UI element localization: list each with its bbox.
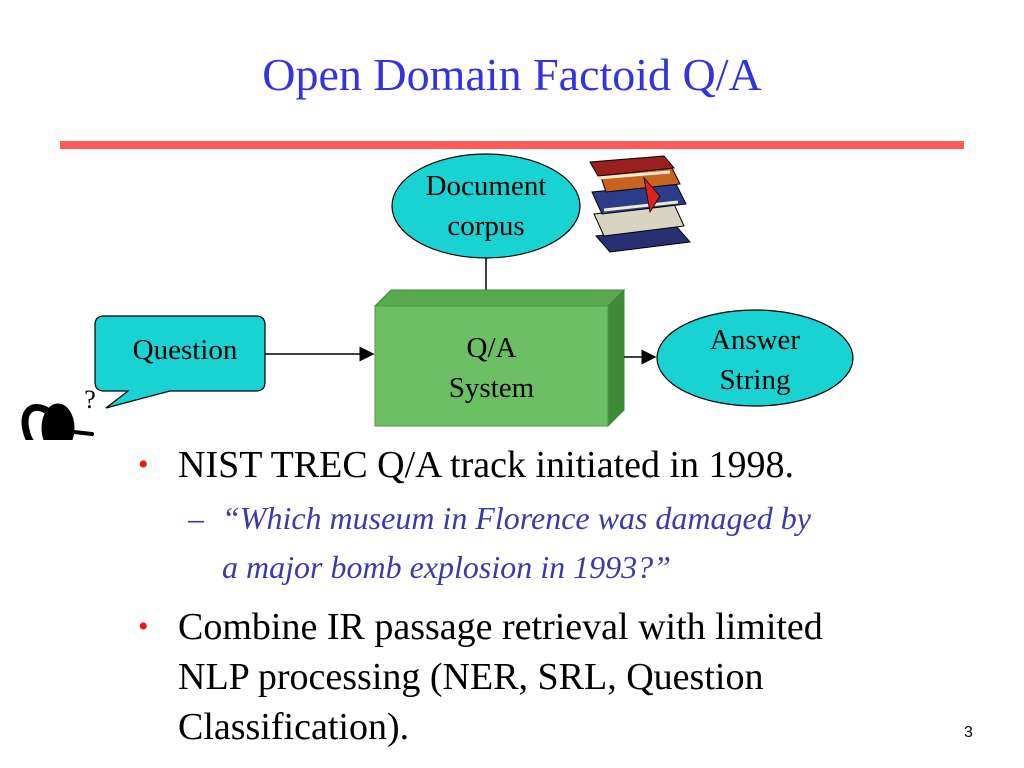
- answer-string-line1: Answer: [709, 324, 801, 356]
- bullet-item: • Combine IR passage retrieval with limi…: [138, 602, 968, 752]
- qa-diagram: [21, 153, 854, 440]
- sub-bullet-line2: a major bomb explosion in 1993?”: [222, 549, 671, 585]
- bullet-item: • NIST TREC Q/A track initiated in 1998.: [138, 440, 968, 490]
- answer-string-node: [656, 309, 854, 407]
- slide-title: Open Domain Factoid Q/A: [262, 49, 762, 100]
- question-label: Question: [132, 334, 238, 366]
- bullet-text: NIST TREC Q/A track initiated in 1998.: [178, 444, 795, 486]
- qa-system-line1: Q/A: [466, 332, 517, 364]
- sub-bullet-marker: –: [188, 500, 204, 536]
- question-mark: ?: [84, 385, 96, 414]
- thinking-person-icon: [21, 403, 94, 440]
- page-number: 3: [964, 724, 973, 741]
- question-callout: [94, 315, 266, 409]
- bullet-line2: NLP processing (NER, SRL, Question: [178, 656, 764, 698]
- bullet-marker: •: [138, 448, 149, 481]
- bullet-line3: Classification).: [178, 706, 410, 748]
- qa-system-label: Q/A System: [375, 328, 608, 408]
- bullet-list: • NIST TREC Q/A track initiated in 1998.…: [138, 440, 968, 752]
- answer-string-line2: String: [719, 364, 791, 396]
- title-divider: [60, 141, 964, 149]
- answer-string-label: Answer String: [657, 320, 853, 400]
- qa-system-line2: System: [448, 372, 535, 404]
- qa-system-node: [373, 288, 626, 428]
- bullet-line1: Combine IR passage retrieval with limite…: [178, 606, 823, 648]
- sub-bullet-item: – “Which museum in Florence was damaged …: [138, 494, 968, 592]
- document-corpus-line1: Document: [425, 170, 547, 202]
- document-corpus-label: Document corpus: [392, 166, 580, 246]
- bullet-marker: •: [138, 610, 149, 643]
- document-corpus-line2: corpus: [447, 210, 525, 242]
- sub-bullet-line1: “Which museum in Florence was damaged by: [222, 500, 811, 536]
- books-icon: [589, 155, 691, 253]
